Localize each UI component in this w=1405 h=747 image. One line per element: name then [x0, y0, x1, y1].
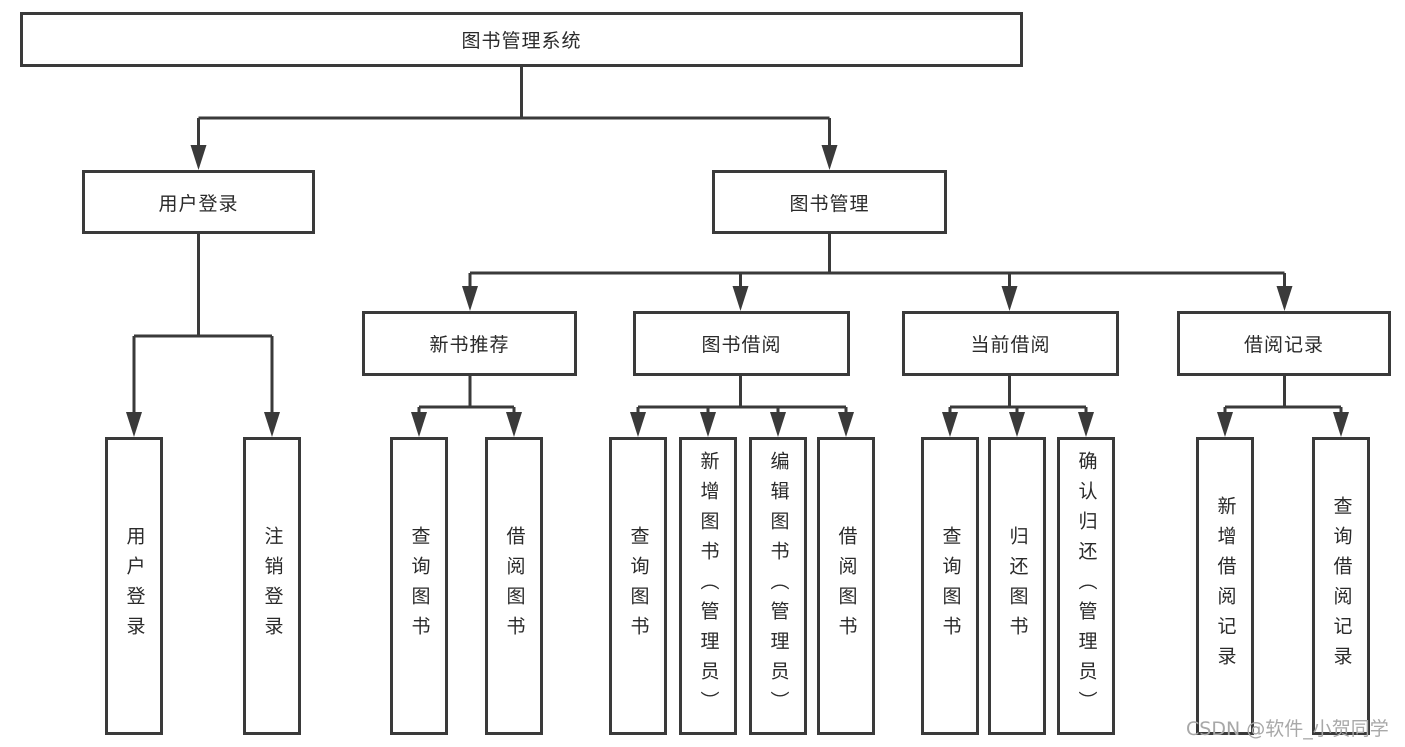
- leaf-confirm-return-admin: 确认归还（管理员）: [1057, 437, 1115, 735]
- node-book-borrowing: 图书借阅: [633, 311, 850, 376]
- node-user-login: 用户登录: [82, 170, 315, 234]
- leaf-edit-book-admin: 编辑图书（管理员）: [749, 437, 807, 735]
- leaf-user-login: 用户登录: [105, 437, 163, 735]
- node-borrowing-records: 借阅记录: [1177, 311, 1391, 376]
- leaf-query-books-current: 查询图书: [921, 437, 979, 735]
- leaf-query-borrow-record: 查询借阅记录: [1312, 437, 1370, 735]
- node-current-borrowing: 当前借阅: [902, 311, 1119, 376]
- watermark: CSDN @软件_小贺同学: [1186, 718, 1389, 740]
- node-label: 查询借阅记录: [1330, 496, 1353, 676]
- node-label: 查询图书: [939, 526, 962, 646]
- node-label: 新增借阅记录: [1214, 496, 1237, 676]
- node-label: 用户登录: [158, 192, 239, 215]
- node-label: 图书管理: [789, 192, 870, 215]
- node-label: 查询图书: [408, 526, 431, 646]
- node-label: 用户登录: [123, 526, 146, 646]
- node-book-management: 图书管理: [712, 170, 947, 234]
- leaf-add-borrow-record: 新增借阅记录: [1196, 437, 1254, 735]
- node-label: 注销登录: [261, 526, 284, 646]
- leaf-borrow-books-recommend: 借阅图书: [485, 437, 543, 735]
- node-label: 图书借阅: [701, 334, 782, 356]
- node-label: 借阅图书: [835, 526, 858, 646]
- node-label: 借阅记录: [1243, 334, 1324, 356]
- node-label: 编辑图书（管理员）: [767, 451, 790, 721]
- node-label: 确认归还（管理员）: [1075, 451, 1098, 721]
- leaf-add-book-admin: 新增图书（管理员）: [679, 437, 737, 735]
- node-label: 新书推荐: [429, 334, 510, 356]
- node-label: 新增图书（管理员）: [697, 451, 720, 721]
- leaf-query-books-borrowing: 查询图书: [609, 437, 667, 735]
- node-library-management-system: 图书管理系统: [20, 12, 1023, 67]
- node-label: 图书管理系统: [461, 30, 582, 52]
- node-new-book-recommendation: 新书推荐: [362, 311, 577, 376]
- leaf-borrow-books-borrowing: 借阅图书: [817, 437, 875, 735]
- node-label: 借阅图书: [503, 526, 526, 646]
- node-label: 当前借阅: [970, 334, 1051, 356]
- leaf-logout: 注销登录: [243, 437, 301, 735]
- leaf-query-books-recommend: 查询图书: [390, 437, 448, 735]
- node-label: 归还图书: [1006, 526, 1029, 646]
- node-label: 查询图书: [627, 526, 650, 646]
- leaf-return-books: 归还图书: [988, 437, 1046, 735]
